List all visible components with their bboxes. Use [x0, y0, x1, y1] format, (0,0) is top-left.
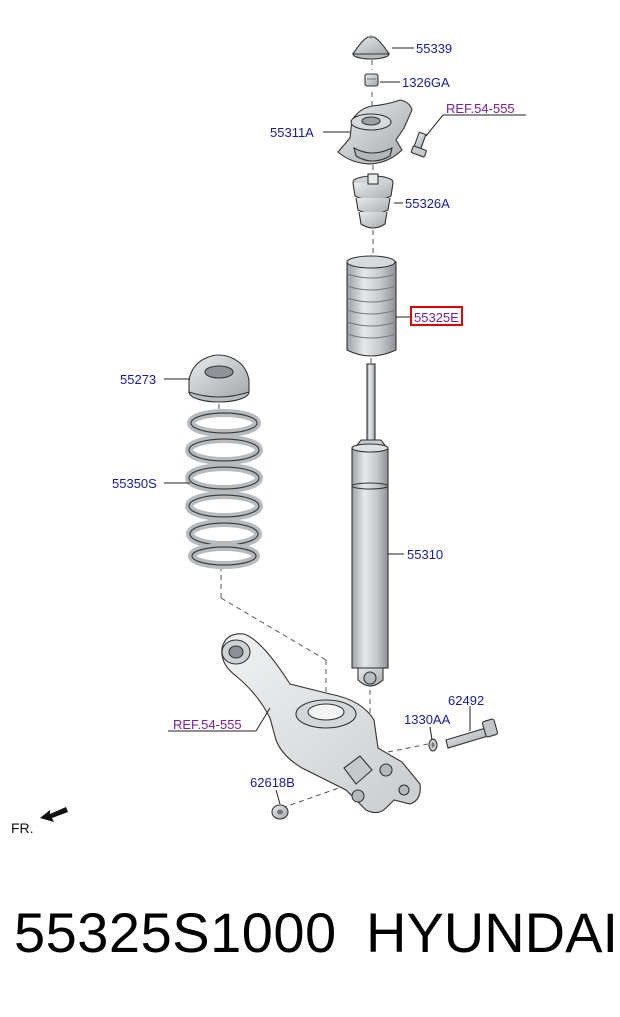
callout-ref-top[interactable]: REF.54-555 [446, 101, 515, 116]
dust-boot-part [346, 255, 397, 357]
callout-ref-bottom[interactable]: REF.54-555 [173, 717, 242, 732]
callout-55350s[interactable]: 55350S [112, 476, 157, 491]
brand-caption: HYUNDAI [366, 901, 619, 964]
washer-part [428, 738, 438, 752]
callout-55339[interactable]: 55339 [416, 41, 452, 56]
part-number-caption: 55325S1000 [14, 901, 337, 964]
callout-62492[interactable]: 62492 [448, 693, 484, 708]
callout-55311a[interactable]: 55311A [270, 125, 314, 140]
lock-nut-part [271, 804, 289, 820]
exploded-suspension-diagram: 55339 1326GA 55311A REF.54-555 55326A 55… [11, 35, 526, 836]
selected-part-highlight [410, 306, 463, 326]
callout-55325e[interactable]: 55325E [414, 310, 459, 325]
upper-mount-part [337, 99, 413, 165]
callout-62618b[interactable]: 62618B [250, 775, 295, 790]
front-arrow-icon [40, 807, 68, 822]
callout-1326ga[interactable]: 1326GA [402, 75, 450, 90]
dust-cap-part [351, 35, 391, 60]
long-bolt-part [445, 718, 499, 749]
nut-part [364, 73, 379, 87]
bump-stop-part [352, 173, 394, 229]
callout-55310[interactable]: 55310 [407, 547, 443, 562]
callout-1330aa[interactable]: 1330AA [404, 712, 451, 727]
ref-bolt-top-part [410, 131, 427, 158]
callout-55273[interactable]: 55273 [120, 372, 156, 387]
alignment-lines [218, 60, 429, 809]
spring-seat-part [188, 354, 250, 403]
leader-lines [164, 47, 526, 805]
callout-55326a[interactable]: 55326A [405, 196, 450, 211]
shock-absorber-part [351, 363, 389, 687]
lower-control-arm-part [221, 633, 421, 814]
front-label: FR. [11, 820, 34, 836]
front-direction-indicator: FR. [11, 807, 68, 836]
coil-spring-part [185, 409, 263, 569]
